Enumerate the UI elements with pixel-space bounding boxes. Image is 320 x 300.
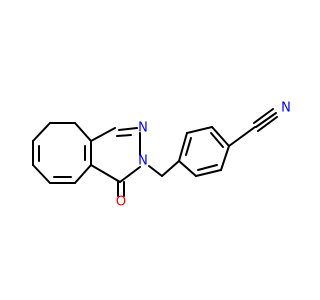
bond [253,108,274,124]
bond [90,164,121,183]
bonds [32,108,278,197]
bond [255,112,277,128]
bond [178,160,197,177]
carbonyl-oxygen-label: O [116,195,126,210]
bond [90,127,116,142]
bond [74,122,92,142]
bond [32,122,51,142]
bond [195,169,222,177]
ring-nitrogen-label-2: N [138,154,148,169]
bond [178,132,188,162]
bond-inner [116,134,132,137]
bond [74,164,92,184]
bond-inner [185,137,192,156]
molecule-diagram: N N O N [32,101,291,210]
bond [148,165,163,177]
ring-nitrogen-label-1: N [138,121,148,136]
bond-inner [210,132,224,148]
bond [32,164,51,184]
bond-inner [197,164,218,171]
nitrile-nitrogen-label: N [281,101,291,116]
bond [257,116,278,132]
bond [211,126,230,147]
bond [118,127,138,131]
bond [220,145,230,171]
bond [161,160,180,177]
bond [228,126,256,147]
bond [119,166,141,183]
atom-labels: N N O N [116,101,291,210]
bond [186,126,213,134]
